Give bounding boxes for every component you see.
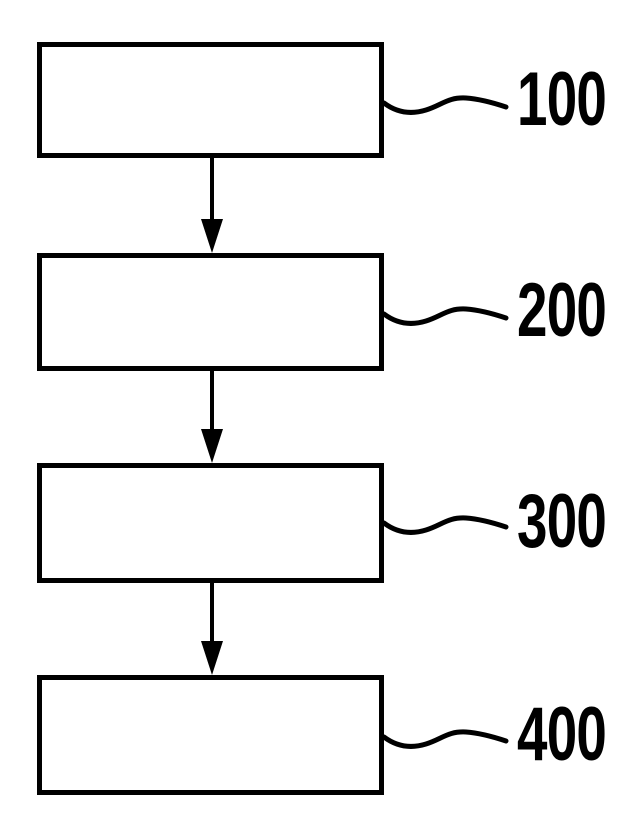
reference-label-2: 200	[517, 268, 607, 353]
reference-label-4: 400	[517, 692, 607, 777]
down-arrow-3	[200, 583, 224, 675]
leader-line-squiggle-2	[382, 306, 509, 326]
arrow-shaft	[210, 158, 214, 221]
process-box-2	[37, 253, 384, 371]
process-box-1	[37, 42, 384, 158]
leader-line-squiggle-1	[382, 95, 509, 115]
reference-label-3: 300	[517, 479, 607, 564]
arrow-shaft	[210, 583, 214, 643]
process-box-3	[37, 463, 384, 583]
process-box-4	[37, 675, 384, 795]
arrow-head	[201, 219, 223, 253]
reference-label-1: 100	[517, 57, 607, 142]
down-arrow-2	[200, 371, 224, 463]
arrow-shaft	[210, 371, 214, 431]
arrow-head	[201, 429, 223, 463]
arrow-head	[201, 641, 223, 675]
down-arrow-1	[200, 158, 224, 253]
leader-line-squiggle-4	[382, 729, 509, 749]
leader-line-squiggle-3	[382, 515, 509, 535]
